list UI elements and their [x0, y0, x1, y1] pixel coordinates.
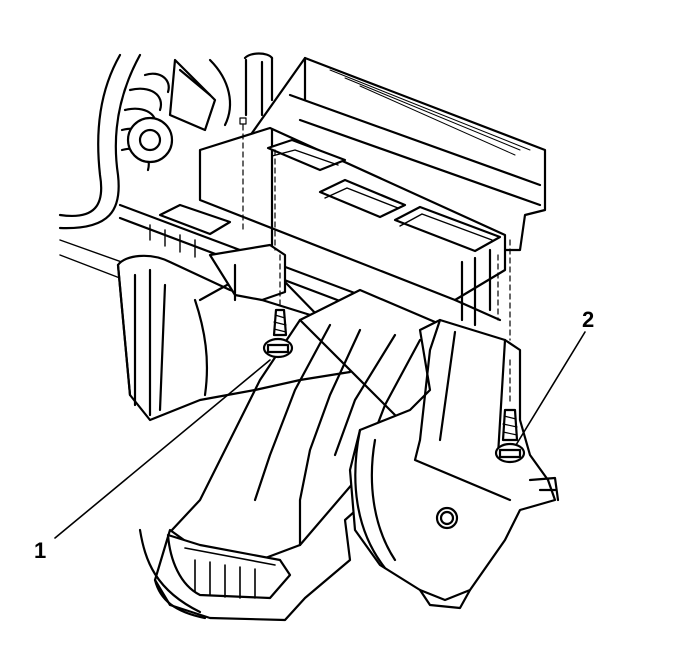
duct-left-body — [116, 243, 357, 422]
callout-2-leader — [515, 331, 586, 446]
hvac-housing — [118, 52, 547, 337]
callout-2-label: 2 — [582, 307, 595, 332]
screw-left — [239, 117, 294, 359]
callout-1-leader — [54, 359, 271, 539]
wiring-harness — [58, 53, 232, 281]
duct-right-body — [348, 318, 560, 610]
callout-1-label: 1 — [34, 538, 47, 563]
screw-right — [494, 239, 526, 464]
